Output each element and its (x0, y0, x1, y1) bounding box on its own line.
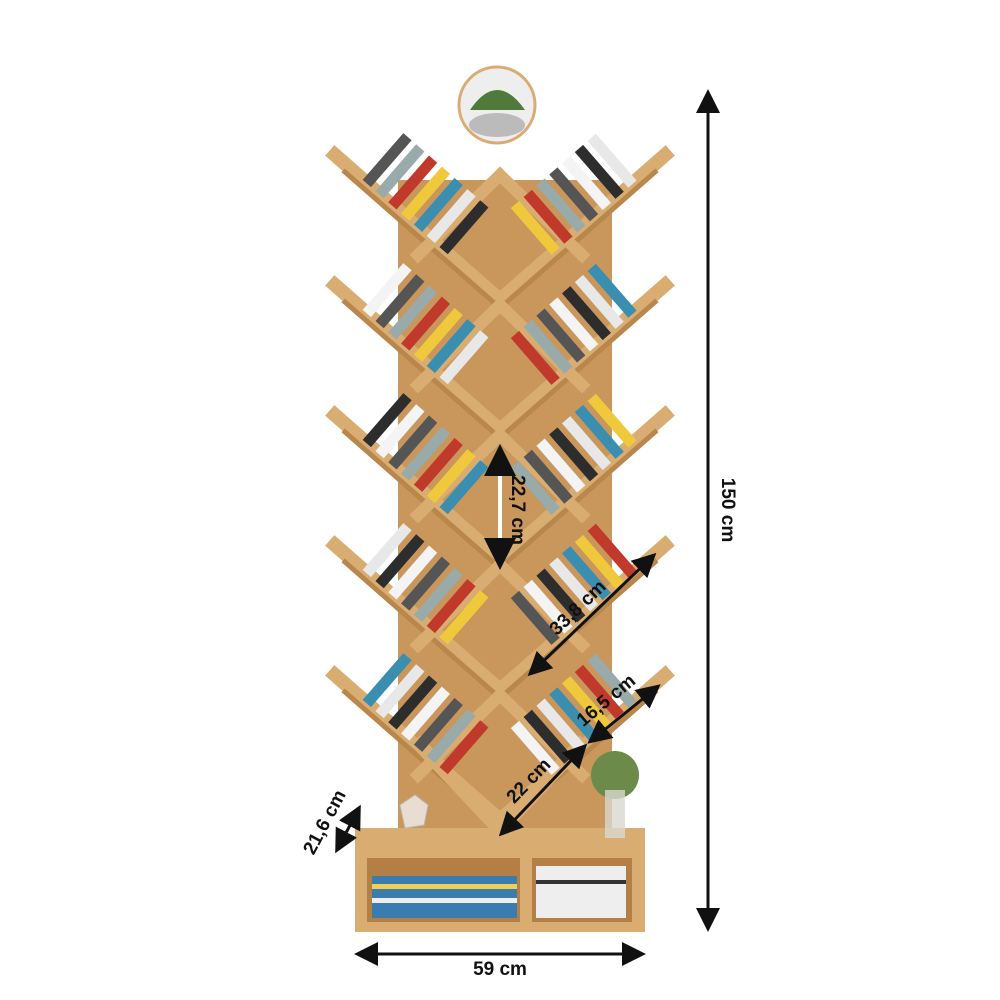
books (362, 133, 637, 775)
book (536, 308, 586, 363)
width-label: 59 cm (473, 959, 527, 980)
book (362, 133, 412, 188)
book (413, 567, 463, 622)
book (523, 449, 573, 504)
book (362, 523, 412, 578)
book (375, 404, 425, 459)
shelf-edge-left (341, 558, 504, 702)
shelf-edge-right (496, 298, 659, 442)
book (549, 167, 599, 222)
book (426, 189, 476, 244)
book (574, 274, 624, 329)
base-cabinet (355, 828, 645, 932)
book (587, 263, 637, 318)
height-label: 150 cm (717, 478, 738, 542)
book (401, 296, 451, 351)
book (561, 416, 611, 471)
depth-label: 21,6 cm (300, 787, 351, 858)
book (523, 189, 573, 244)
book (388, 155, 438, 210)
book (375, 144, 425, 199)
book (574, 404, 624, 459)
book (388, 415, 438, 470)
book (426, 579, 476, 634)
book (439, 460, 489, 515)
book (510, 200, 560, 255)
book (549, 687, 599, 742)
cell-height-label: 22,7 cm (507, 475, 528, 545)
book (388, 285, 438, 340)
shelf-edge-right (496, 168, 659, 312)
decor-geometric (399, 794, 429, 829)
book (587, 393, 637, 448)
book (362, 653, 412, 708)
book (439, 720, 489, 775)
book (362, 263, 412, 318)
dimension-arrows (335, 89, 720, 966)
shelf-edge-left (341, 428, 504, 572)
book (510, 460, 560, 515)
book (375, 664, 425, 719)
book (426, 449, 476, 504)
book (510, 330, 560, 385)
shelf-edge-right (496, 428, 659, 572)
book (561, 286, 611, 341)
book (375, 274, 425, 329)
book (401, 556, 451, 611)
book (549, 297, 599, 352)
book (536, 698, 586, 753)
book (536, 178, 586, 233)
book (439, 200, 489, 255)
book (439, 330, 489, 385)
book (401, 426, 451, 481)
book (388, 545, 438, 600)
shelf-edge-left (341, 298, 504, 442)
plant-vase (591, 751, 639, 838)
book (375, 534, 425, 589)
shelf-edge-left (341, 168, 504, 312)
book (439, 590, 489, 645)
book (426, 709, 476, 764)
book (388, 675, 438, 730)
book (413, 307, 463, 362)
book (413, 697, 463, 752)
book (401, 686, 451, 741)
book (413, 437, 463, 492)
book (362, 393, 412, 448)
book (413, 177, 463, 232)
book (574, 144, 624, 199)
book (426, 319, 476, 374)
book (587, 133, 637, 188)
book (549, 427, 599, 482)
book (561, 156, 611, 211)
book (536, 438, 586, 493)
book (523, 319, 573, 374)
book (401, 166, 451, 221)
